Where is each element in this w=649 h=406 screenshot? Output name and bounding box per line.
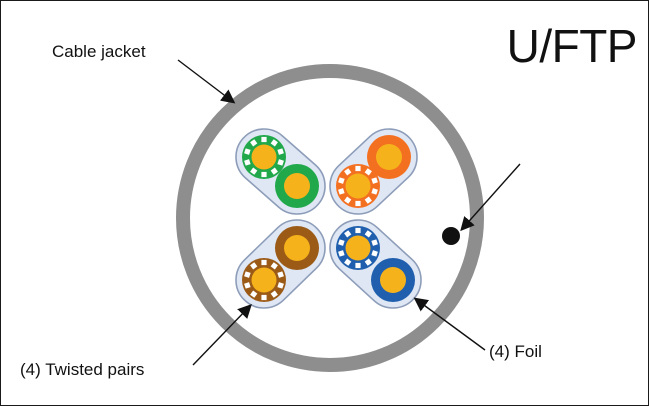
drain-wire-pointer (460, 163, 521, 232)
stripe-mark (364, 230, 372, 238)
stripe-mark (261, 136, 267, 143)
stripe-mark (270, 262, 278, 270)
striped-conductor-core (345, 235, 371, 261)
twisted-pairs-group (235, 128, 422, 309)
stripe-mark (355, 165, 361, 172)
stripe-mark (338, 250, 345, 257)
solid-conductor-core (376, 144, 402, 170)
solid-conductor-core (380, 267, 406, 293)
cable-jacket-ring (176, 64, 484, 372)
brown-pair (235, 219, 326, 309)
stripe-mark (250, 139, 258, 147)
stripe-mark (244, 282, 251, 289)
stripe-mark (355, 200, 361, 207)
stripe-mark (364, 196, 372, 204)
stripe-mark (277, 148, 284, 155)
stripe-mark (261, 294, 267, 301)
solid-conductor-core (284, 173, 310, 199)
twisted-pairs-pointer (192, 303, 252, 366)
stripe-mark (344, 196, 352, 204)
stripe-mark (244, 148, 251, 155)
foil-label: (4) Foil (489, 342, 542, 361)
striped-conductor-core (251, 267, 277, 293)
stripe-mark (364, 258, 372, 266)
stripe-mark (338, 239, 345, 246)
stripe-mark (261, 259, 267, 266)
stripe-mark (364, 168, 372, 176)
blue-pair (329, 219, 422, 309)
stripe-mark (270, 290, 278, 298)
stripe-mark (344, 168, 352, 176)
stripe-mark (244, 159, 251, 166)
striped-conductor-core (345, 173, 371, 199)
stripe-mark (277, 282, 284, 289)
stripe-mark (277, 159, 284, 166)
stripe-mark (371, 239, 378, 246)
stripe-mark (270, 167, 278, 175)
green-pair (235, 128, 326, 215)
orange-pair (329, 128, 418, 215)
stripe-mark (250, 262, 258, 270)
foil-pointer (413, 297, 486, 351)
foil-shield-waist (266, 249, 295, 279)
stripe-mark (338, 177, 345, 184)
stripe-mark (270, 139, 278, 147)
drain-wire-dot (442, 227, 460, 245)
twisted-pairs-label: (4) Twisted pairs (20, 360, 145, 379)
cable-jacket-label: Cable jacket (52, 42, 146, 61)
stripe-mark (344, 258, 352, 266)
solid-conductor-core (284, 235, 310, 261)
stripe-mark (250, 167, 258, 175)
stripe-mark (371, 188, 378, 195)
stripe-mark (344, 230, 352, 238)
stripe-mark (355, 262, 361, 269)
pointer-lines (177, 59, 521, 366)
stripe-mark (338, 188, 345, 195)
stripe-mark (244, 271, 251, 278)
stripe-mark (277, 271, 284, 278)
striped-conductor-core (251, 144, 277, 170)
stripe-mark (371, 177, 378, 184)
stripe-mark (261, 171, 267, 178)
stripe-mark (355, 227, 361, 234)
cable-jacket-pointer (177, 59, 236, 104)
diagram-title: U/FTP (506, 20, 638, 72)
stripe-mark (250, 290, 258, 298)
foil-shield-waist (361, 249, 390, 279)
stripe-mark (371, 250, 378, 257)
